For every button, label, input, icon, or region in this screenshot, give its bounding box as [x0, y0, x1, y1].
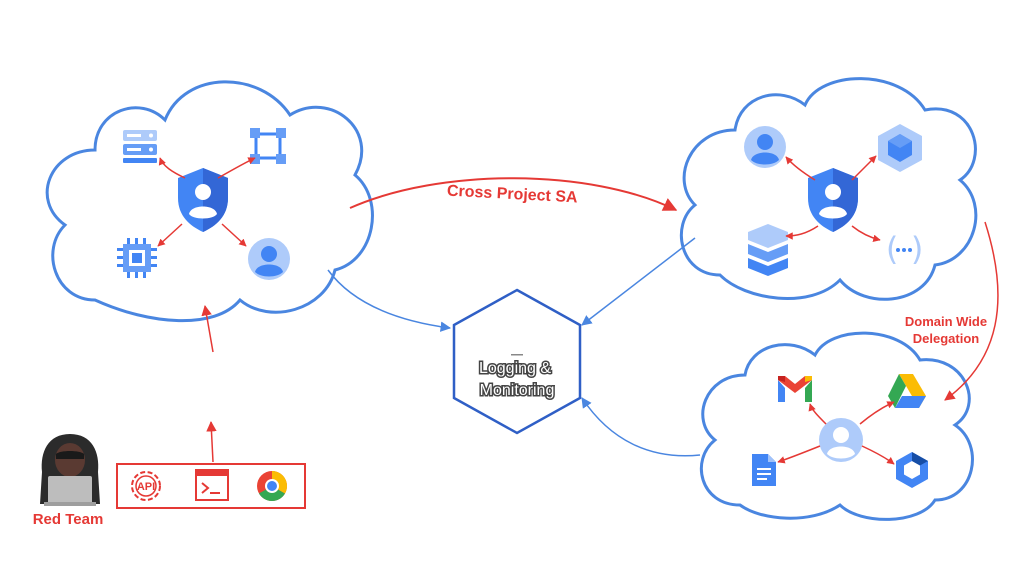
logging-label-line1: Logging & [479, 360, 551, 377]
drive-icon [888, 374, 926, 408]
right-cloud-links [785, 155, 881, 242]
logging-arrows [327, 237, 701, 457]
domain-wide-label-line2: Delegation [913, 331, 980, 346]
api-gear-icon: API [131, 471, 161, 501]
cross-project-label: Cross Project SA [447, 183, 579, 207]
logging-monitoring-node: Logging & Monitoring [452, 288, 582, 435]
chrome-icon [257, 471, 288, 502]
api-brackets-icon: ( ) [882, 230, 927, 268]
user-icon [248, 238, 290, 280]
svg-text:): ) [908, 230, 927, 268]
chip-icon [117, 238, 157, 278]
red-team-hacker-icon [40, 434, 100, 506]
shield-user-icon [178, 168, 228, 232]
cross-project-arrow: Cross Project SA [349, 177, 678, 211]
user-icon [744, 126, 786, 168]
api-icon-text: API [137, 481, 155, 493]
terminal-icon [195, 469, 229, 501]
gmail-icon [778, 376, 812, 402]
user-icon [819, 418, 863, 462]
workspace-cloud-links [777, 401, 895, 465]
domain-wide-delegation-arrow: Domain Wide Delegation [905, 221, 999, 401]
svg-text:(: ( [882, 230, 901, 268]
left-cloud-links [157, 157, 256, 247]
domain-wide-label-line1: Domain Wide [905, 314, 987, 329]
cube-icon [878, 124, 922, 172]
attack-tools-box: API [116, 463, 306, 509]
shield-user-icon [808, 168, 858, 232]
red-team-label: Red Team [33, 511, 104, 528]
docs-icon [752, 454, 776, 486]
server-icon [123, 130, 157, 163]
database-icon [748, 224, 788, 276]
hexagon-icon [896, 452, 928, 488]
logging-label-line2: Monitoring [480, 382, 555, 399]
attack-path-arrows [201, 304, 217, 463]
